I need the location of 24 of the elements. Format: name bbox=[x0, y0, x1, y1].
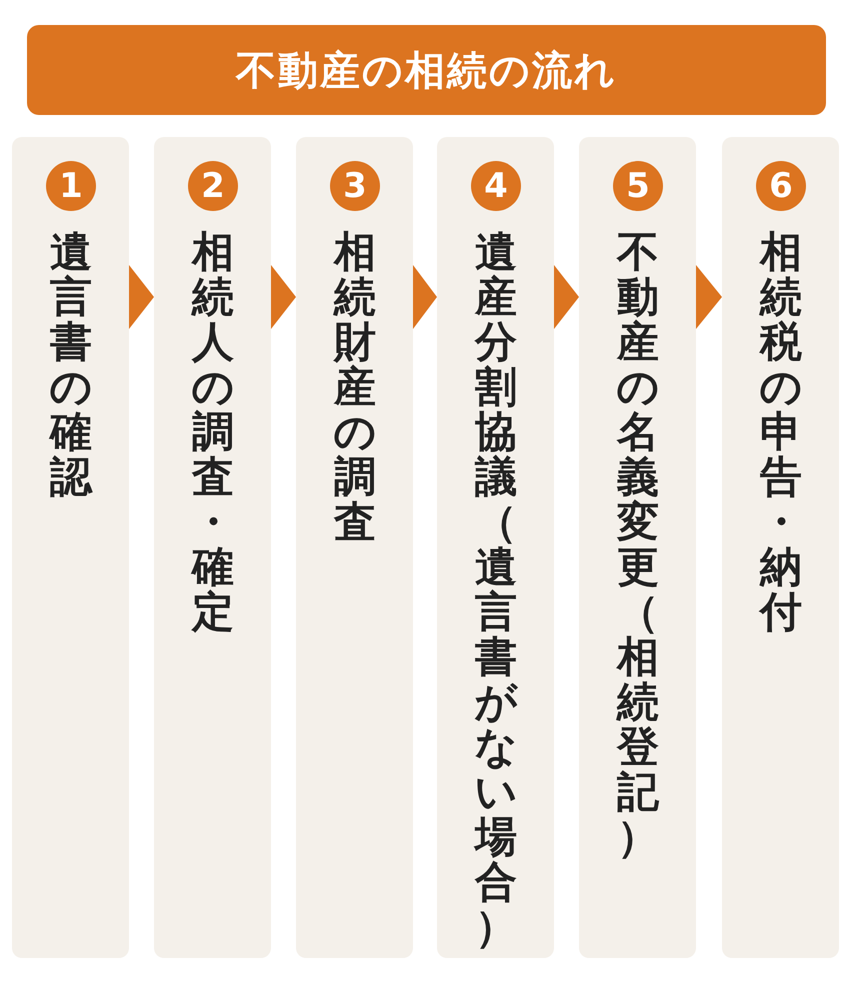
step-column bbox=[296, 137, 413, 958]
title-banner: 不動産の相続の流れ bbox=[27, 25, 826, 115]
step-label: 相続財産の調査 bbox=[332, 229, 378, 544]
step-number: 4 bbox=[471, 161, 521, 211]
chevron-arrow bbox=[696, 265, 722, 329]
step-number: 3 bbox=[330, 161, 380, 211]
step-label: 遺産分割協議（遺言書がない場合） bbox=[473, 229, 519, 949]
chevron-arrow bbox=[554, 265, 579, 329]
step-label: 相続人の調査・確定 bbox=[190, 229, 236, 634]
step-column bbox=[579, 137, 696, 958]
step-column bbox=[12, 137, 129, 958]
step-label: 相続税の申告・納付 bbox=[758, 229, 804, 634]
step-number: 6 bbox=[756, 161, 806, 211]
step-column bbox=[154, 137, 271, 958]
chevron-arrow bbox=[271, 265, 296, 329]
chevron-arrow bbox=[413, 265, 437, 329]
step-number: 2 bbox=[188, 161, 238, 211]
step-column bbox=[722, 137, 839, 958]
step-label: 遺言書の確認 bbox=[48, 229, 94, 499]
step-number: 1 bbox=[46, 161, 96, 211]
step-label: 不動産の名義変更（相続登記） bbox=[615, 229, 660, 859]
step-column bbox=[437, 137, 554, 958]
step-number: 5 bbox=[613, 161, 663, 211]
chevron-arrow bbox=[129, 265, 154, 329]
